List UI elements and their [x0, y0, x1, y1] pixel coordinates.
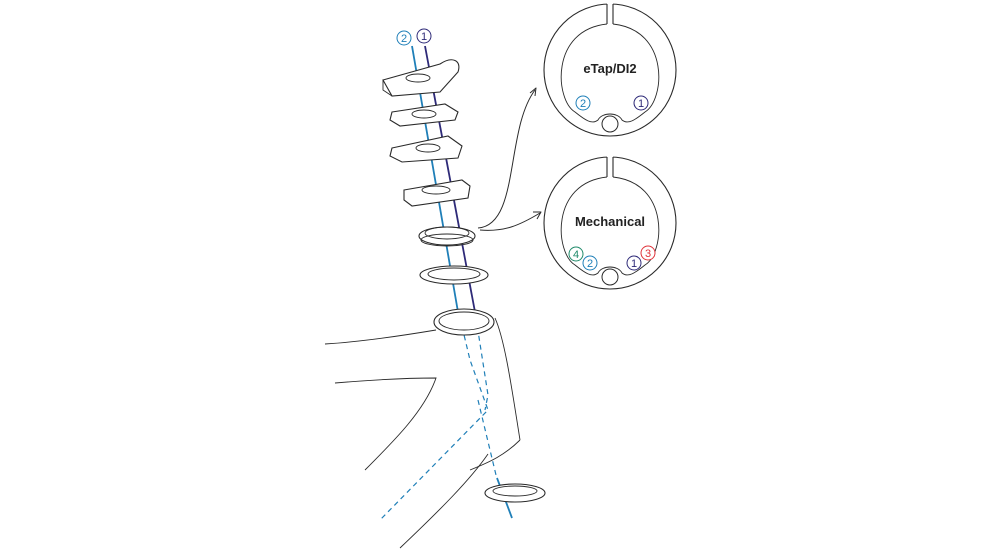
port-label-4-circle [568, 246, 584, 262]
spacer-3 [403, 179, 471, 207]
panel-inner-outline [560, 23, 660, 123]
stack-label-2-text: 2 [401, 33, 407, 45]
port-label-2-text: 2 [587, 258, 593, 270]
head-tube-top [433, 308, 495, 336]
port-label-2: 2 [575, 95, 591, 111]
port-label-1-circle [633, 95, 649, 111]
stack-label-1-text: 1 [421, 31, 427, 43]
port-label-4: 4 [568, 246, 584, 262]
port-label-3-circle [640, 245, 656, 261]
port-label-1: 1 [626, 255, 642, 271]
stack-label-2: 2 [396, 30, 412, 46]
port-label-2-circle [582, 255, 598, 271]
port-label-4-text: 4 [573, 249, 579, 261]
port-label-2: 2 [582, 255, 598, 271]
panel-title: eTap/DI2 [583, 61, 636, 76]
panel-inner-outline [560, 176, 660, 276]
stem-cap [382, 59, 460, 97]
lower-bearing [484, 483, 546, 503]
bearing-ring [419, 265, 489, 285]
panel-bolt-hole [601, 115, 619, 133]
arrow-to-etap [477, 89, 536, 229]
port-label-1-text: 1 [631, 258, 637, 270]
port-label-1-circle [626, 255, 642, 271]
spacer-2 [389, 135, 463, 163]
cable-2-dashed [379, 317, 489, 521]
stack-label-1: 1 [416, 28, 432, 44]
port-label-1-text: 1 [638, 98, 644, 110]
port-label-3: 3 [640, 245, 656, 261]
port-label-1: 1 [633, 95, 649, 111]
port-label-2-circle [575, 95, 591, 111]
frame-outline [324, 317, 521, 549]
spacer-1 [389, 103, 459, 127]
callout-arrows [477, 87, 542, 231]
stack-label-1-circle [416, 28, 432, 44]
arrow-to-mechanical [479, 212, 541, 231]
port-label-3-text: 3 [645, 248, 651, 260]
stack-label-2-circle [396, 30, 412, 46]
cable-guide [418, 226, 476, 247]
panel-bolt-hole [601, 268, 619, 286]
port-label-2-text: 2 [580, 98, 586, 110]
panel-etap-di2: eTap/DI2 2 1 [543, 3, 677, 137]
steerer-dashed [477, 399, 497, 476]
panel-mechanical: Mechanical 4 2 1 3 [543, 156, 677, 290]
panel-title: Mechanical [575, 214, 645, 229]
